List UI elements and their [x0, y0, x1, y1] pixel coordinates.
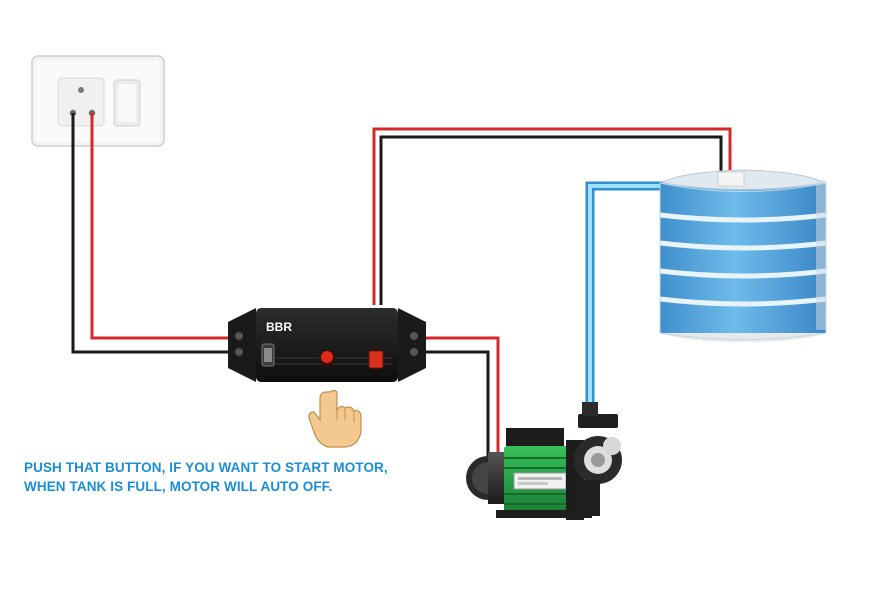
- pump-wires: [422, 336, 500, 458]
- pointing-hand-icon: [308, 389, 362, 448]
- instruction-caption: PUSH THAT BUTTON, IF YOU WANT TO START M…: [24, 458, 454, 496]
- pump-wire-red: [422, 336, 500, 458]
- controller-device: BBR: [228, 308, 426, 382]
- water-tank: [659, 169, 827, 342]
- live-wire: [90, 113, 240, 340]
- red-led-indicator: [368, 350, 384, 369]
- pump-wire-black: [422, 350, 490, 458]
- start-button[interactable]: [319, 350, 335, 366]
- water-pump: [466, 402, 622, 520]
- wall-socket: [31, 55, 165, 147]
- sensor-wire-black: [379, 135, 723, 305]
- neutral-wire: [71, 113, 240, 354]
- tank-ribs: [659, 212, 827, 307]
- instruction-line-1: PUSH THAT BUTTON, IF YOU WANT TO START M…: [24, 460, 388, 475]
- wall-switch[interactable]: [113, 79, 141, 127]
- pump-nameplate: [513, 472, 567, 490]
- instruction-line-2: WHEN TANK IS FULL, MOTOR WILL AUTO OFF.: [24, 479, 333, 494]
- brand-label: BBR: [266, 320, 292, 334]
- status-indicator: [261, 343, 275, 367]
- mains-wires: [71, 113, 240, 354]
